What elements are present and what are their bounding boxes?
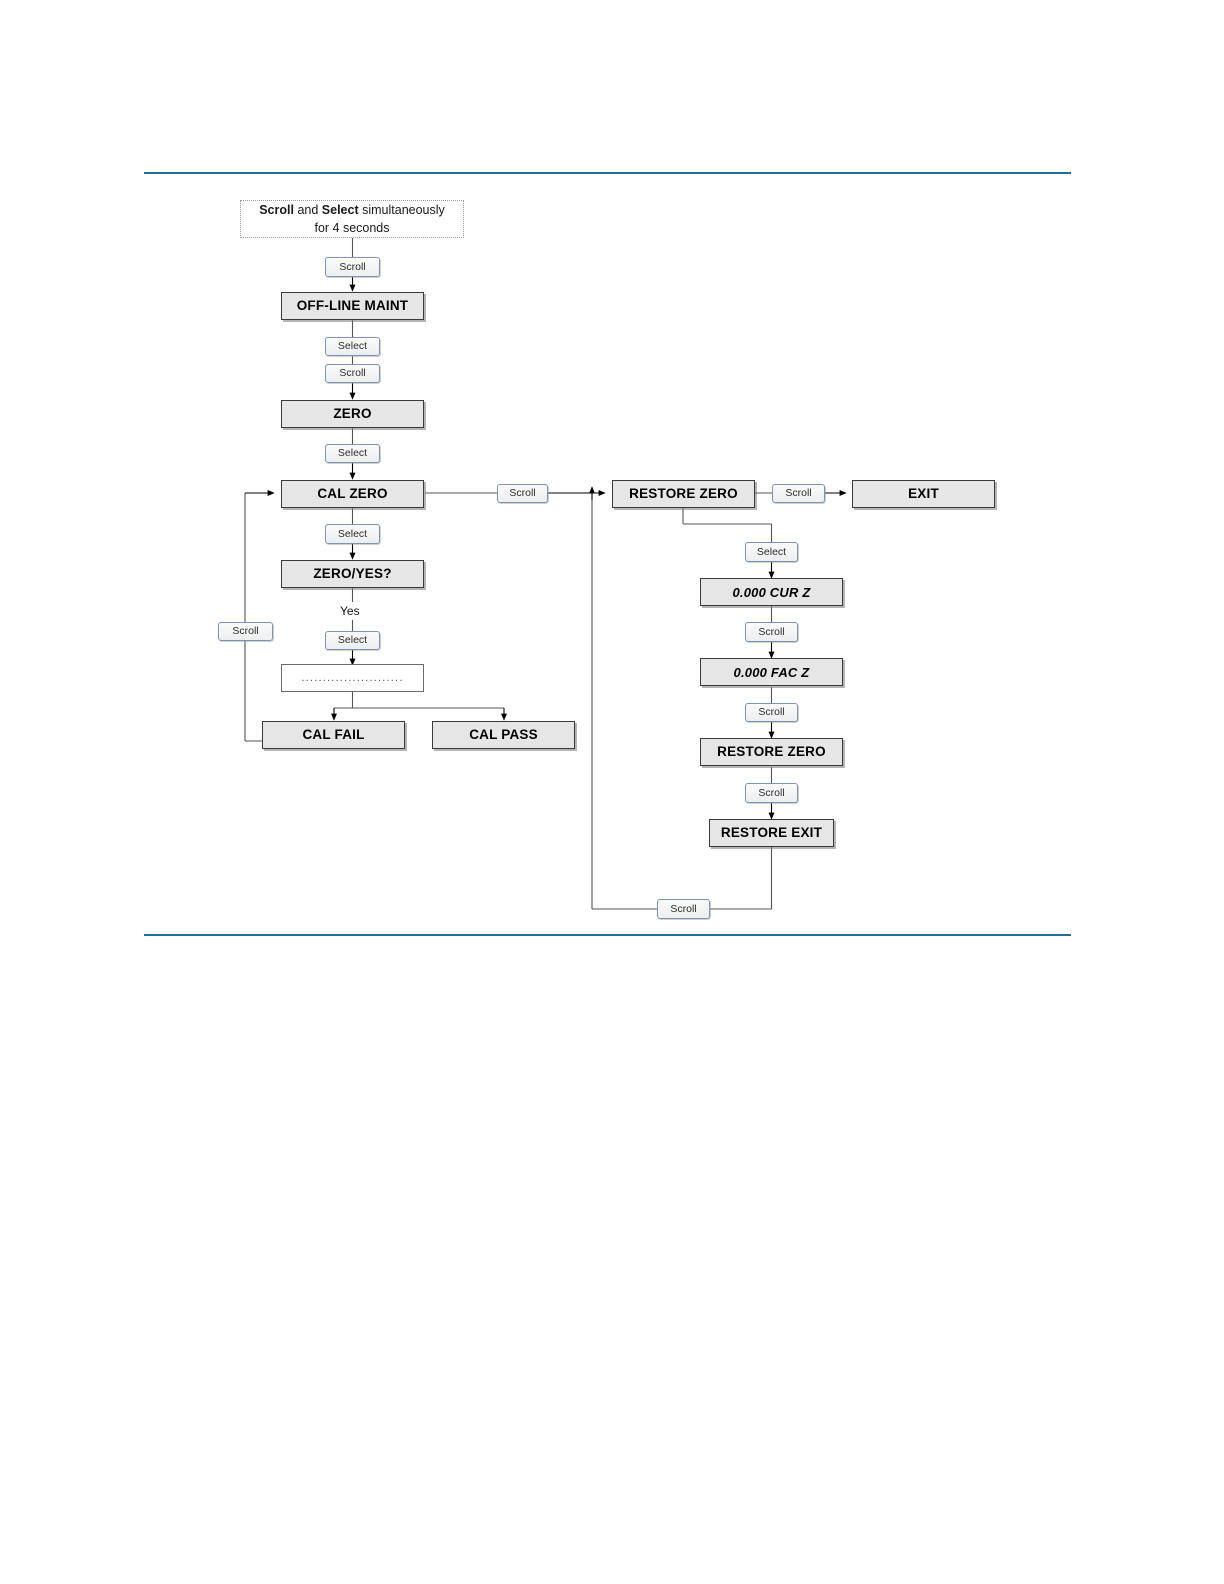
node-cal-pass[interactable]: CAL PASS [432, 721, 575, 749]
key-scroll-to-restore-zero-action[interactable]: Scroll [745, 703, 798, 722]
key-scroll-restore-zero-to-exit[interactable]: Scroll [772, 484, 825, 503]
node-fac-z-value[interactable]: 0.000 FAC Z [700, 658, 843, 686]
key-scroll-to-zero[interactable]: Scroll [325, 364, 380, 383]
node-restore-exit[interactable]: RESTORE EXIT [709, 819, 834, 847]
key-select-to-zero-yes[interactable]: Select [325, 524, 380, 544]
key-select-from-off-line-maint[interactable]: Select [325, 337, 380, 356]
key-select-to-cur-z[interactable]: Select [745, 542, 798, 562]
node-exit[interactable]: EXIT [852, 480, 995, 508]
node-zero-yes[interactable]: ZERO/YES? [281, 560, 424, 588]
key-scroll-to-off-line-maint[interactable]: Scroll [325, 257, 380, 277]
key-scroll-restore-exit-loop[interactable]: Scroll [657, 899, 710, 919]
key-select-to-cal-zero[interactable]: Select [325, 444, 380, 463]
node-zero[interactable]: ZERO [281, 400, 424, 428]
node-restore-zero-action[interactable]: RESTORE ZERO [700, 738, 843, 766]
footer-rule [144, 934, 1071, 936]
key-scroll-to-fac-z[interactable]: Scroll [745, 622, 798, 642]
node-cal-fail[interactable]: CAL FAIL [262, 721, 405, 749]
header-rule [144, 172, 1071, 174]
banner-key-scroll: Scroll [259, 202, 294, 217]
node-off-line-maint[interactable]: OFF-LINE MAINT [281, 292, 424, 320]
banner-line2: for 4 seconds [314, 221, 390, 235]
node-cal-zero[interactable]: CAL ZERO [281, 480, 424, 508]
key-scroll-retry-cal-zero[interactable]: Scroll [218, 622, 273, 641]
start-instruction-banner: Scroll and Select simultaneously for 4 s… [240, 200, 464, 238]
banner-line1-tail: simultaneously [358, 202, 445, 217]
key-scroll-to-restore-exit[interactable]: Scroll [745, 783, 798, 803]
node-calibration-progress: ........................ [281, 664, 424, 692]
key-select-confirm-zero[interactable]: Select [325, 631, 380, 650]
banner-conjunction: and [293, 202, 322, 217]
label-yes-branch: Yes [340, 604, 360, 618]
node-cur-z-value[interactable]: 0.000 CUR Z [700, 578, 843, 606]
node-restore-zero-menu[interactable]: RESTORE ZERO [612, 480, 755, 508]
banner-key-select: Select [321, 202, 359, 217]
key-scroll-cal-zero-to-restore-zero[interactable]: Scroll [497, 484, 548, 503]
